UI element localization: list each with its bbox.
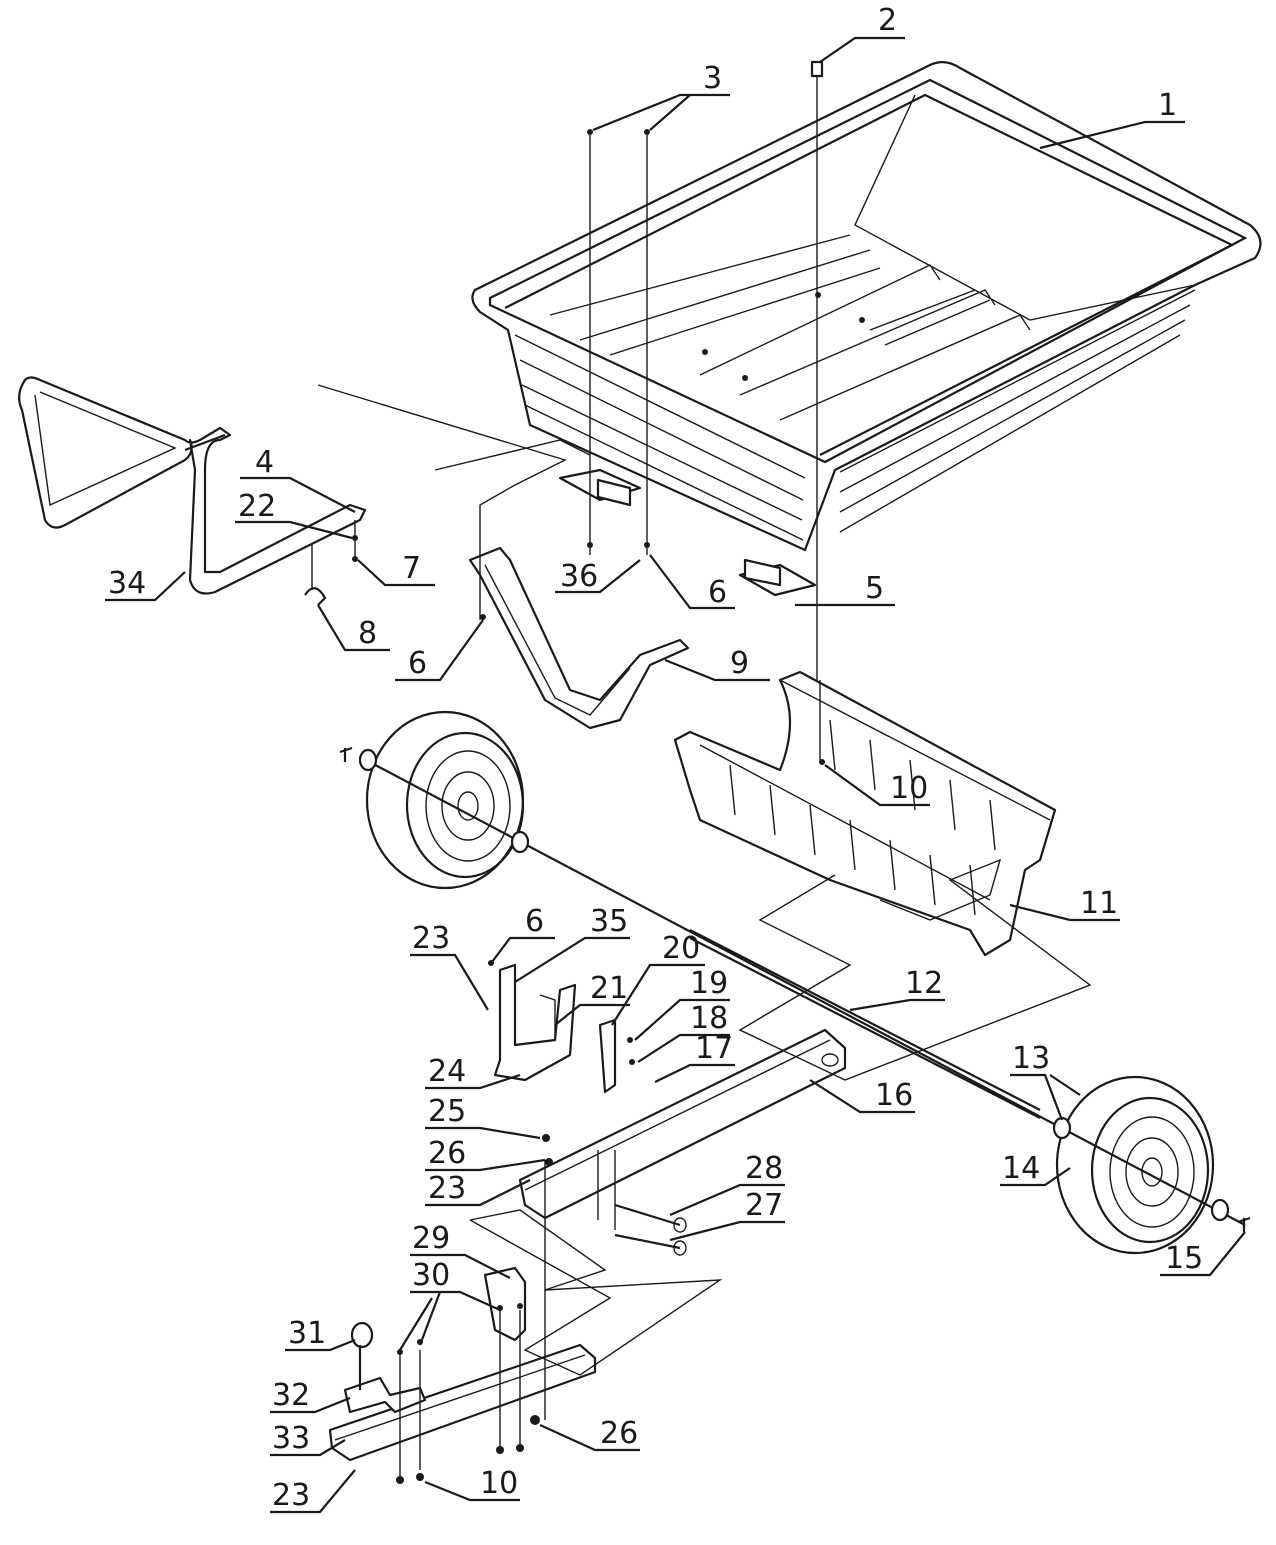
callout-33: 33 — [272, 1421, 310, 1456]
callout-17: 17 — [695, 1031, 733, 1066]
tongue-assembly — [328, 963, 847, 1462]
callout-19: 19 — [690, 966, 728, 1001]
callout-6-lower: 6 — [525, 904, 544, 939]
callout-23-top: 23 — [412, 921, 450, 956]
callout-labels: 1 2 3 4 22 7 34 8 36 6 5 6 9 10 11 23 6 … — [108, 3, 1203, 1513]
callout-13: 13 — [1012, 1041, 1050, 1076]
callout-14: 14 — [1002, 1151, 1040, 1186]
callout-29: 29 — [412, 1221, 450, 1256]
callout-leaders — [105, 36, 1246, 1514]
callout-10-channel: 10 — [890, 771, 928, 806]
callout-20: 20 — [662, 931, 700, 966]
fasteners — [304, 60, 825, 1484]
callout-21: 21 — [590, 971, 628, 1006]
callout-11: 11 — [1080, 886, 1118, 921]
callout-31: 31 — [288, 1316, 326, 1351]
callout-28: 28 — [745, 1151, 783, 1186]
callout-25: 25 — [428, 1094, 466, 1129]
callout-34: 34 — [108, 566, 146, 601]
callout-16: 16 — [875, 1078, 913, 1113]
callout-10-tongue: 10 — [480, 1466, 518, 1501]
right-wheel — [1055, 1075, 1215, 1255]
callout-3: 3 — [703, 61, 722, 96]
callout-15: 15 — [1165, 1241, 1203, 1276]
callout-4: 4 — [255, 445, 274, 480]
callout-36: 36 — [560, 559, 598, 594]
callout-6-upper: 6 — [708, 575, 727, 610]
dump-bed — [471, 61, 1262, 597]
callout-32: 32 — [272, 1378, 310, 1413]
axle-channel — [673, 670, 1057, 957]
callout-24: 24 — [428, 1054, 466, 1089]
callout-7: 7 — [402, 551, 421, 586]
callout-18: 18 — [690, 1001, 728, 1036]
callout-26-lower: 26 — [600, 1416, 638, 1451]
callout-26-upper: 26 — [428, 1136, 466, 1171]
callout-9: 9 — [730, 646, 749, 681]
callout-22: 22 — [238, 489, 276, 524]
callout-2: 2 — [878, 3, 897, 38]
left-wheel — [365, 710, 525, 890]
callout-23-middle: 23 — [428, 1171, 466, 1206]
tow-handle — [18, 376, 367, 595]
callout-6-bracket: 6 — [408, 646, 427, 681]
callout-35: 35 — [590, 904, 628, 939]
callout-23-bottom: 23 — [272, 1478, 310, 1513]
callout-8: 8 — [358, 616, 377, 651]
callout-1: 1 — [1158, 88, 1177, 123]
callout-5: 5 — [865, 571, 884, 606]
axle-and-washers — [339, 746, 1251, 1232]
assembly-lines — [311, 70, 1092, 1480]
callout-30: 30 — [412, 1258, 450, 1293]
callout-27: 27 — [745, 1188, 783, 1223]
support-bracket — [468, 546, 690, 730]
callout-12: 12 — [905, 966, 943, 1001]
